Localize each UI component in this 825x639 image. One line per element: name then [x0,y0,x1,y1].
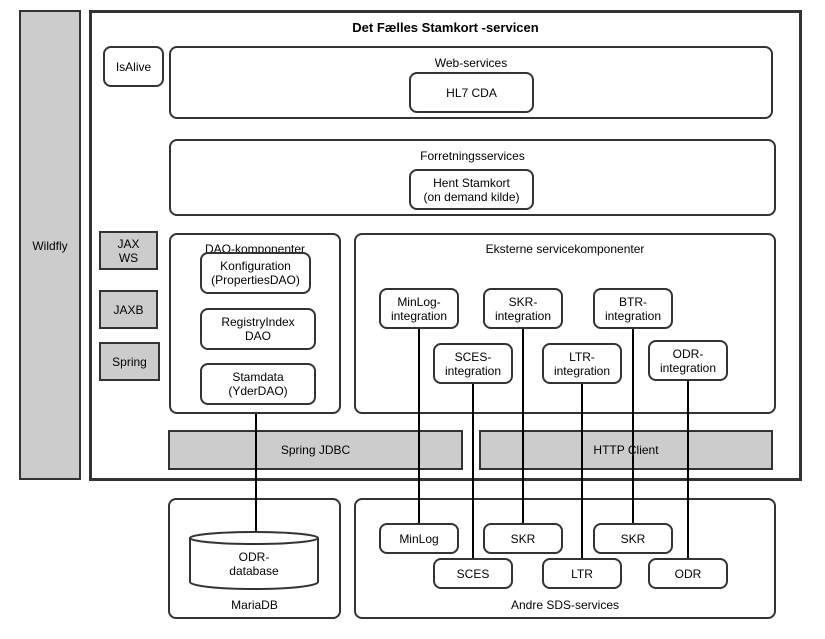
isalive-endpoint: IsAlive [103,46,164,87]
sds-skr: SKR [483,523,563,554]
dao-registryindex: RegistryIndex DAO [200,308,316,350]
odr-integration: ODR- integration [648,340,728,381]
skr-integration: SKR- integration [483,288,563,329]
odr-database-cylinder [189,531,319,590]
hl7-cda-service: HL7 CDA [409,72,534,113]
sds-ltr: LTR [542,558,622,589]
odr-database-label: ODR- database [229,550,279,578]
http-client-bar: HTTP Client [479,430,773,470]
hent-stamkort-service: Hent Stamkort (on demand kilde) [409,169,534,210]
btr-integration: BTR- integration [593,288,673,329]
service-title: Det Fælles Stamkort -servicen [352,20,539,35]
sds-sces: SCES [433,558,513,589]
library-jaxb: JAXB [99,290,158,329]
spring-jdbc-bar: Spring JDBC [168,430,463,470]
sds-odr: ODR [648,558,728,589]
webservices-title: Web-services [434,56,508,70]
library-jaxws: JAX WS [99,231,158,270]
sds-minlog: MinLog [379,523,459,554]
ltr-integration: LTR- integration [542,343,622,384]
sces-integration: SCES- integration [433,343,513,384]
business-services-title: Forretningsservices [420,149,525,163]
dao-stamdata: Stamdata (YderDAO) [200,363,316,405]
wildfly-container: Wildfly [19,10,81,480]
sds-skr-btr: SKR [593,523,673,554]
sds-services-title: Andre SDS-services [510,598,620,612]
external-components-title: Eksterne servicekomponenter [485,242,645,256]
library-spring: Spring [99,342,160,381]
dao-konfiguration: Konfiguration (PropertiesDAO) [200,252,311,294]
wildfly-label: Wildfly [32,239,68,253]
minlog-integration: MinLog- integration [379,288,459,329]
mariadb-label: MariaDB [231,598,278,612]
